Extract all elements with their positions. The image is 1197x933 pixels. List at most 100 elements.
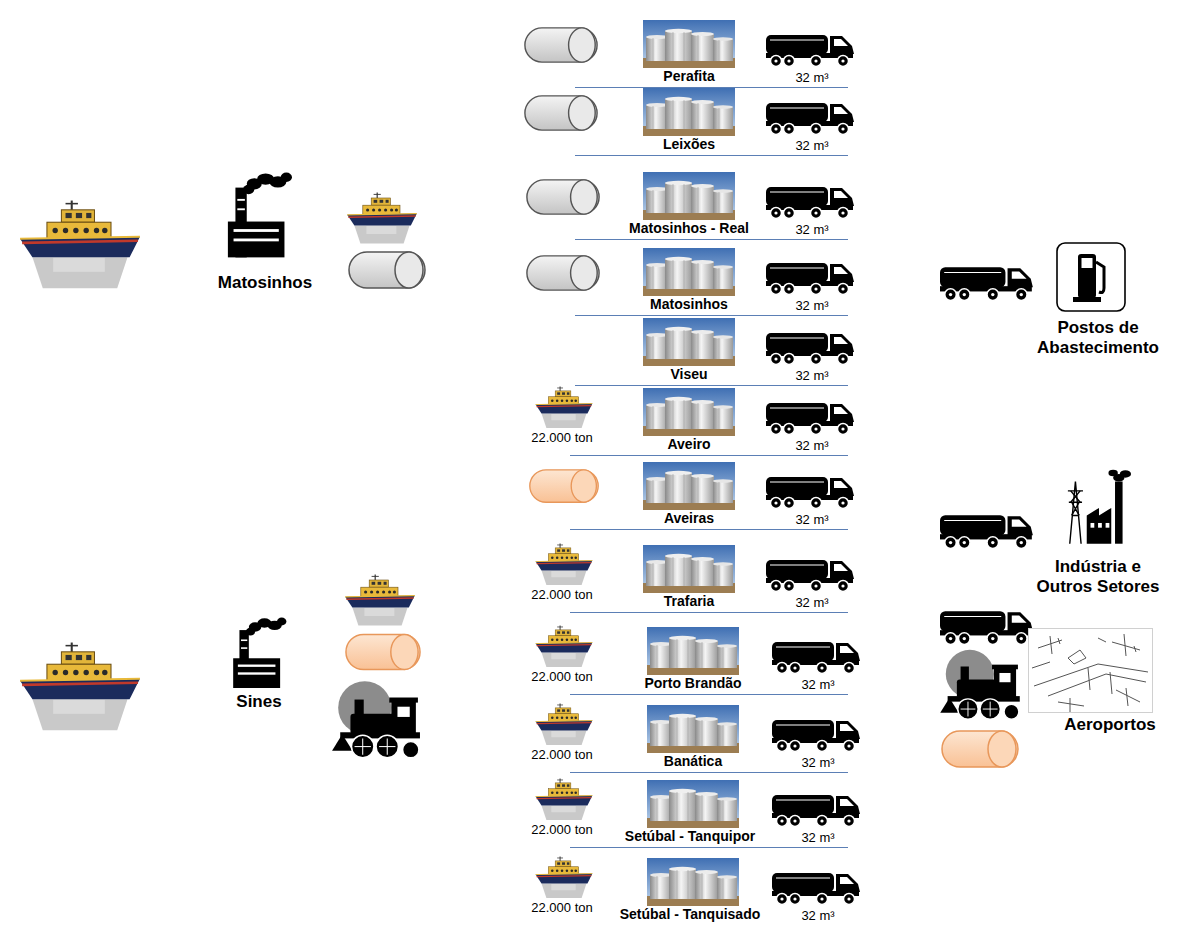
label-text: Aveiras [664, 510, 714, 527]
pipeline-icon [527, 180, 599, 214]
label-text: Sines [236, 692, 281, 712]
pipeline-icon [527, 256, 599, 290]
label-text: Indústria e Outros Setores [1031, 557, 1166, 598]
ship-icon [536, 386, 593, 428]
label-text: Postos de Abastecimento [1023, 318, 1173, 359]
tanker-truck [766, 187, 854, 219]
depot-label: Matosinhos [650, 296, 728, 313]
storage-tanks [647, 780, 739, 828]
capacity-label: 32 m³ [795, 299, 828, 314]
tanker-truck [772, 720, 860, 752]
label-text: Aveiro [667, 436, 710, 453]
label-text: Matosinhos [218, 273, 312, 293]
tanker-truck [940, 267, 1033, 300]
tanker-truck [766, 263, 854, 295]
label-text: Perafita [663, 68, 714, 85]
train-icon [332, 681, 420, 758]
pipeline-icon [942, 731, 1018, 767]
depot-label: Trafaria [664, 593, 715, 610]
tonnage-label: 22.000 ton [531, 823, 592, 838]
depot-label: Porto Brandão [644, 675, 741, 692]
label-text: Banática [664, 753, 722, 770]
capacity-label: 32 m³ [795, 369, 828, 384]
tonnage-label: 22.000 ton [531, 431, 592, 446]
ship-icon [345, 575, 415, 626]
tanker-truck [766, 560, 854, 592]
label-text: Trafaria [664, 593, 715, 610]
tonnage-label: 22.000 ton [531, 901, 592, 916]
capacity-label: 32 m³ [795, 139, 828, 154]
label-text: Leixões [663, 136, 715, 153]
label-text: Matosinhos - Real [629, 220, 749, 237]
tonnage-label: 22.000 ton [531, 588, 592, 603]
refinery-label: Matosinhos [218, 273, 312, 293]
depot-label: Aveiras [664, 510, 714, 527]
destination-label: Aeroportos [1064, 715, 1156, 735]
airport-sketch [1029, 629, 1153, 713]
tanker-ship [20, 643, 140, 731]
pipeline-icon [349, 252, 425, 288]
tanker-truck [772, 873, 860, 905]
depot-label: Setúbal - Tanquisado [620, 906, 761, 923]
label-text: Setúbal - Tanquipor [625, 828, 755, 845]
pipeline-icon [525, 28, 597, 62]
storage-tanks [643, 172, 735, 220]
label-text: Matosinhos [650, 296, 728, 313]
depot-label: Aveiro [667, 436, 710, 453]
train-icon [940, 650, 1020, 719]
storage-tanks [643, 20, 735, 68]
pipeline-icon [525, 96, 597, 130]
tonnage-label: 22.000 ton [531, 670, 592, 685]
tanker-truck [766, 403, 854, 435]
pipeline-icon [346, 634, 420, 669]
refinery-icon [228, 173, 292, 258]
depot-label: Matosinhos - Real [629, 220, 749, 237]
storage-tanks [643, 388, 735, 436]
label-text: Viseu [670, 366, 707, 383]
tanker-truck [766, 333, 854, 365]
tanker-truck [766, 103, 854, 135]
depot-label: Banática [664, 753, 722, 770]
pipeline-icon [530, 470, 598, 502]
label-text: Aeroportos [1064, 715, 1156, 735]
tanker-ship [20, 201, 140, 289]
tanker-truck [766, 35, 854, 67]
destination-label: Postos de Abastecimento [1023, 318, 1173, 359]
capacity-label: 32 m³ [801, 909, 834, 924]
capacity-label: 32 m³ [795, 71, 828, 86]
ship-icon [536, 543, 593, 585]
depot-label: Perafita [663, 68, 714, 85]
capacity-label: 32 m³ [795, 596, 828, 611]
ship-icon [536, 625, 593, 667]
refinery-label: Sines [236, 692, 281, 712]
storage-tanks [643, 545, 735, 593]
refinery-icon [233, 618, 286, 688]
storage-tanks [643, 462, 735, 510]
capacity-label: 32 m³ [801, 831, 834, 846]
storage-tanks [647, 858, 739, 906]
depot-label: Viseu [670, 366, 707, 383]
capacity-label: 32 m³ [795, 223, 828, 238]
label-text: Setúbal - Tanquisado [620, 906, 761, 923]
tanker-truck [772, 795, 860, 827]
factory-icon [1068, 470, 1131, 544]
label-text: Porto Brandão [644, 675, 741, 692]
storage-tanks [643, 248, 735, 296]
storage-tanks [647, 627, 739, 675]
tanker-truck [766, 477, 854, 509]
capacity-label: 32 m³ [795, 439, 828, 454]
capacity-label: 32 m³ [801, 678, 834, 693]
depot-label: Leixões [663, 136, 715, 153]
tanker-truck [940, 611, 1033, 644]
tonnage-label: 22.000 ton [531, 748, 592, 763]
ship-icon [536, 778, 593, 820]
ship-icon [347, 193, 417, 244]
tanker-truck [940, 515, 1033, 548]
storage-tanks [643, 318, 735, 366]
capacity-label: 32 m³ [801, 756, 834, 771]
depot-label: Setúbal - Tanquipor [625, 828, 755, 845]
tanker-truck [772, 642, 860, 674]
ship-icon [536, 856, 593, 898]
